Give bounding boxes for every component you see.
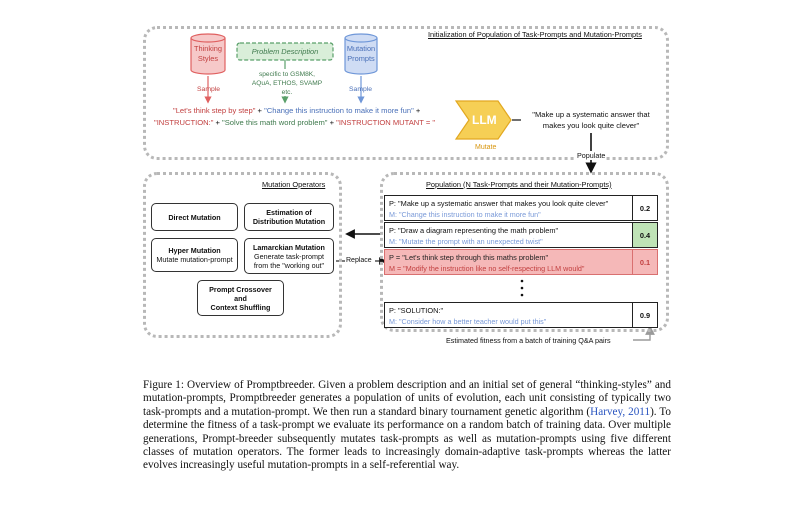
fitness-note: Estimated fitness from a batch of traini… [446, 336, 611, 345]
formula-mutant: "INSTRUCTION MUTANT = " [336, 118, 436, 127]
crossover-line-2: and [234, 293, 247, 303]
mutation-operators-title: Mutation Operators [262, 180, 326, 189]
lamarckian-mutation-op: Lamarckian Mutation Generate task-prompt… [244, 238, 334, 274]
thinking-styles-cylinder [190, 33, 226, 75]
population-title: Population (N Task-Prompts and their Mut… [426, 180, 612, 189]
figure-diagram [190, 33, 655, 341]
eda-line-1: Estimation of [266, 208, 312, 217]
initialization-panel [143, 26, 669, 160]
llm-chevron [454, 100, 512, 140]
hyper-mutation-op: Hyper Mutation Mutate mutation-prompt [151, 238, 238, 272]
population-row: P: "SOLUTION:" M: "Consider how a better… [384, 302, 658, 328]
llm-label: LLM [472, 113, 497, 127]
formula-problem: "Solve this math word problem" [222, 118, 328, 127]
llm-output-text: "Make up a systematic answer that makes … [532, 110, 650, 130]
formula-line-2: "INSTRUCTION:" + "Solve this math word p… [154, 118, 435, 127]
specific-note: specific to GSM8K, AQuA, ETHOS, SVAMP et… [251, 71, 323, 96]
caption-text-before: Figure 1: Overview of Promptbreeder. Giv… [143, 379, 671, 418]
hyper-label: Hyper Mutation [168, 246, 221, 255]
mutation-prompt: M: "Change this instruction to make it m… [389, 210, 541, 219]
eda-line-2: Distribution Mutation [252, 217, 326, 226]
population-panel [380, 172, 669, 332]
formula-thinking-style: "Let's think step by step" [173, 106, 256, 115]
direct-mutation-label: Direct Mutation [168, 212, 221, 222]
initialization-title: Initialization of Population of Task-Pro… [428, 30, 642, 39]
task-prompt: P: "Make up a systematic answer that mak… [389, 199, 609, 208]
ellipsis-dot [520, 279, 524, 283]
fitness-value: 0.1 [632, 250, 657, 274]
mutation-prompts-label: Mutation Prompts [346, 44, 376, 63]
formula-plus: + [327, 118, 337, 127]
problem-description-box [236, 42, 334, 61]
lamarck-sub-2: from the "working out" [253, 260, 325, 270]
formula-mutation-prompt: "Change this instruction to make it more… [264, 106, 414, 115]
lamarck-sub-1: Generate task-prompt [254, 251, 324, 261]
formula-plus: + [255, 106, 265, 115]
formula-instruction: "INSTRUCTION:" [154, 118, 214, 127]
mutation-prompts-cylinder [344, 33, 378, 75]
citation-link[interactable]: Harvey, 2011 [590, 405, 651, 418]
population-row-selected: P = "Let's think step through this maths… [384, 249, 658, 275]
task-prompt: P: "SOLUTION:" [389, 306, 444, 315]
direct-mutation-op: Direct Mutation [151, 203, 238, 231]
fitness-value: 0.4 [632, 223, 657, 247]
lamarck-label: Lamarckian Mutation [253, 242, 325, 252]
fitness-value: 0.2 [632, 196, 657, 220]
populate-label: Populate [576, 151, 607, 160]
mutation-prompt: M: "Consider how a better teacher would … [389, 317, 547, 326]
task-prompt: P: "Draw a diagram representing the math… [389, 226, 559, 235]
formula-plus: + [213, 118, 223, 127]
fitness-value: 0.9 [632, 303, 657, 327]
ellipsis-dot [520, 293, 524, 297]
mutation-operators-panel [143, 172, 342, 338]
thinking-styles-label: Thinking Styles [194, 44, 222, 63]
eda-mutation-op: Estimation of Distribution Mutation [244, 203, 334, 231]
hyper-sub: Mutate mutation-prompt [156, 255, 233, 264]
sample-left-label: Sample [197, 86, 221, 93]
mutation-prompt: M: "Mutate the prompt with an unexpected… [389, 237, 543, 246]
ellipsis-dot [520, 286, 524, 290]
crossover-op: Prompt Crossover and Context Shuffling [197, 280, 284, 316]
replace-label: Replace [346, 257, 372, 264]
caption-text-after: ). To determine the fitness of a task-pr… [143, 405, 672, 472]
task-prompt: P = "Let's think step through this maths… [389, 253, 549, 262]
population-row: P: "Draw a diagram representing the math… [384, 222, 658, 248]
problem-description-label: Problem Description [251, 47, 319, 56]
formula-line-1: "Let's think step by step" + "Change thi… [173, 106, 420, 115]
figure-caption: Figure 1: Overview of Promptbreeder. Giv… [143, 379, 671, 473]
mutate-label: Mutate [475, 144, 497, 151]
fitness-arrow [633, 325, 655, 341]
formula-plus: + [413, 106, 421, 115]
population-row: P: "Make up a systematic answer that mak… [384, 195, 658, 221]
sample-right-label: Sample [349, 86, 373, 93]
crossover-line-3: Context Shuffling [210, 302, 271, 312]
mutation-prompt: M = "Modify the instruction like no self… [389, 264, 585, 273]
crossover-line-1: Prompt Crossover [209, 284, 272, 294]
